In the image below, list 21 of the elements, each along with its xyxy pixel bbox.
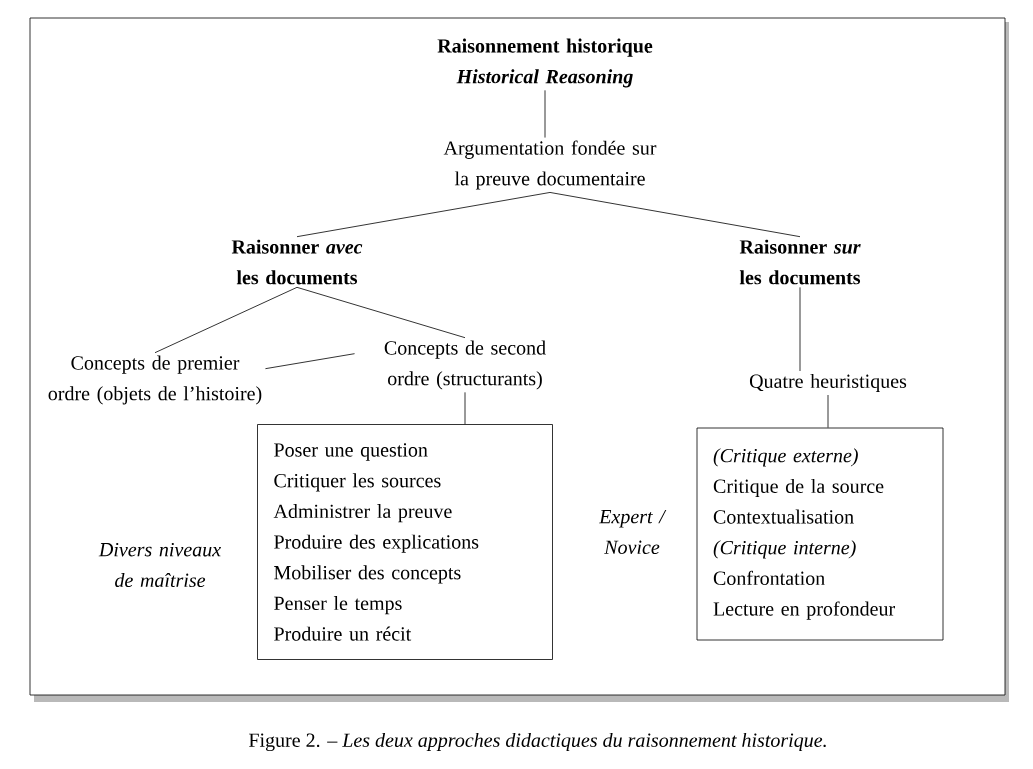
side-note: Divers niveaux de maîtrise [98,542,221,588]
connector-line [799,286,801,372]
connector-line [154,286,298,354]
connector-line [464,391,466,425]
concept-label: Concepts de second ordre (structurants) [384,340,546,390]
side-note: Expert / Novice [599,510,667,554]
figure-caption: Figure 2. – Les deux approches didactiques du raisonnement historique. [249,732,826,752]
connector-line [296,192,551,238]
list-box: Poser une question Critiquer les sources Administrer la preuve Produire des explications Mobiliser des concepts Penser le temps Produire un récit [257,424,553,660]
approach-heading: Raisonner sur les documents [739,239,861,285]
concept-label: Argumentation fondée sur la preuve documentaire [443,140,657,190]
connector-line [296,286,466,339]
list-box: (Critique externe) Critique de la source Contextualisation (Critique interne) Confrontation Lecture en profondeur [696,427,944,641]
approach-heading: Raisonner avec les documents [231,239,363,285]
concept-label: Quatre heuristiques [749,373,907,393]
connector-line [827,394,829,428]
connector-line [549,192,801,238]
connector-line [544,89,546,138]
connector-line [265,353,355,370]
diagram-title: Raisonnement historique Historical Reasoning [437,38,653,88]
concept-label: Concepts de premier ordre (objets de l’histoire) [48,355,262,405]
